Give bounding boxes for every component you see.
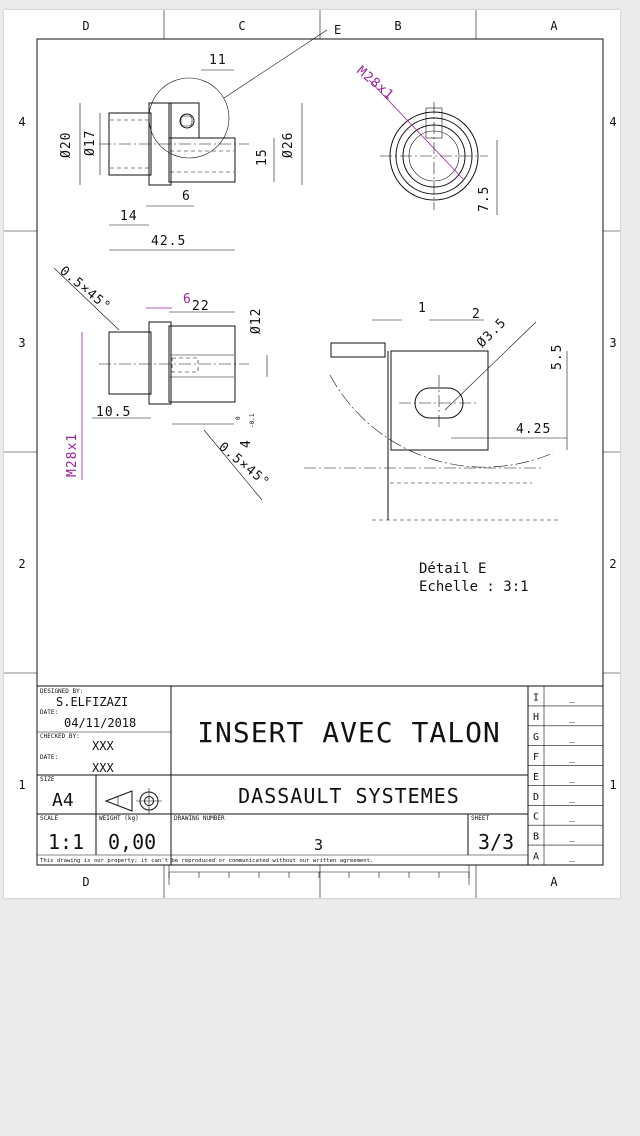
date-value: 04/11/2018 bbox=[64, 716, 136, 730]
date-label: DATE: bbox=[40, 709, 58, 716]
detail-e-view: 1 2 Ø3.5 5.5 4.25 bbox=[304, 301, 568, 521]
technical-drawing: D C B A D A 4 3 2 1 4 3 2 1 E 11 Ø20 Ø17… bbox=[4, 10, 620, 898]
zone-label-top-a: A bbox=[550, 19, 558, 33]
detail-caption-title: Détail E bbox=[419, 561, 486, 577]
dim-10-5: 10.5 bbox=[96, 405, 131, 420]
disclaimer: This drawing is our property; it can't b… bbox=[40, 858, 373, 864]
size-label: SIZE bbox=[40, 776, 55, 783]
designed-by-value: S.ELFIZAZI bbox=[56, 695, 128, 709]
projection-symbol-icon bbox=[104, 788, 162, 814]
detail-e-circle bbox=[148, 77, 230, 159]
drawing-title: INSERT AVEC TALON bbox=[197, 716, 501, 749]
dim-detail-2: 2 bbox=[472, 307, 481, 322]
revision-letter-b: B bbox=[533, 832, 539, 843]
revision-letter-d: D bbox=[533, 792, 539, 803]
detail-caption-scale: Echelle : 3:1 bbox=[419, 579, 529, 595]
revision-value-c: _ bbox=[569, 812, 576, 823]
dim-22: 22 bbox=[192, 299, 210, 314]
zone-label-top-d: D bbox=[82, 19, 89, 33]
drawing-number-label: DRAWING NUMBER bbox=[174, 815, 225, 822]
dim-d17: Ø17 bbox=[83, 130, 98, 156]
dim-detail-1: 1 bbox=[418, 301, 427, 316]
revision-value-a: _ bbox=[569, 851, 576, 862]
zone-label-row-4-right: 4 bbox=[609, 115, 616, 129]
dim-thread-top: M28x1 bbox=[353, 64, 396, 104]
dim-15: 15 bbox=[255, 148, 270, 166]
revision-letter-f: F bbox=[533, 752, 539, 763]
revision-value-h: _ bbox=[569, 712, 576, 723]
checked-by-label: CHECKED BY: bbox=[40, 733, 80, 740]
drawing-sheet: D C B A D A 4 3 2 1 4 3 2 1 E 11 Ø20 Ø17… bbox=[4, 10, 620, 898]
revision-value-i: _ bbox=[569, 692, 576, 703]
revision-table: I _ H _ G _ F _ E _ D _ C _ B _ A _ bbox=[528, 692, 603, 862]
dim-tol-up: 0 bbox=[235, 416, 242, 420]
revision-value-e: _ bbox=[569, 772, 576, 783]
dim-thread-section: M28x1 bbox=[65, 433, 80, 477]
zone-label-bottom-d: D bbox=[82, 875, 89, 889]
dim-6: 6 bbox=[182, 189, 191, 204]
side-view: M28x1 7.5 bbox=[353, 64, 498, 215]
revision-letter-i: I bbox=[533, 692, 539, 703]
revision-letter-g: G bbox=[533, 732, 539, 743]
dim-d12: Ø12 bbox=[249, 308, 264, 334]
dim-detail-4-25: 4.25 bbox=[516, 422, 551, 437]
designed-by-label: DESIGNED BY: bbox=[40, 688, 83, 695]
size-value: A4 bbox=[52, 790, 74, 811]
zone-label-row-2-left: 2 bbox=[18, 557, 25, 571]
dim-tol-4: 4 bbox=[239, 439, 254, 448]
section-view: 0.5×45° 6 22 Ø12 M28x1 10.5 4 0 -0.1 0.5… bbox=[53, 264, 272, 501]
sheet-label: SHEET bbox=[471, 815, 489, 822]
weight-value: 0,00 bbox=[108, 830, 156, 854]
revision-letter-h: H bbox=[533, 712, 539, 723]
dim-6-section: 6 bbox=[183, 292, 192, 307]
sheet-value: 3/3 bbox=[478, 830, 514, 854]
bottom-ruler-ticks bbox=[168, 872, 470, 878]
dim-d26: Ø26 bbox=[281, 132, 296, 158]
checked-by-value: XXX bbox=[92, 739, 114, 753]
scale-label: SCALE bbox=[40, 815, 58, 822]
zone-label-row-1-right: 1 bbox=[609, 778, 616, 792]
zone-label-row-3-right: 3 bbox=[609, 336, 616, 350]
dim-7-5: 7.5 bbox=[477, 186, 492, 212]
dim-detail-5-5: 5.5 bbox=[550, 344, 565, 370]
revision-letter-e: E bbox=[533, 772, 539, 783]
revision-value-g: _ bbox=[569, 732, 576, 743]
zone-label-bottom-a: A bbox=[550, 875, 558, 889]
dim-tol-down: -0.1 bbox=[249, 413, 256, 428]
date2-label: DATE: bbox=[40, 754, 58, 761]
revision-letter-c: C bbox=[533, 812, 539, 823]
dim-11: 11 bbox=[209, 53, 227, 68]
dim-42-5: 42.5 bbox=[151, 234, 186, 249]
company-name: DASSAULT SYSTEMES bbox=[238, 784, 460, 808]
scale-value: 1:1 bbox=[48, 830, 84, 854]
zone-label-row-1-left: 1 bbox=[18, 778, 25, 792]
front-view: E 11 Ø20 Ø17 Ø26 15 6 14 42.5 bbox=[59, 23, 341, 251]
revision-letter-a: A bbox=[533, 851, 539, 862]
dim-chamfer-top: 0.5×45° bbox=[56, 264, 113, 315]
date2-value: XXX bbox=[92, 761, 114, 775]
dim-14: 14 bbox=[120, 209, 138, 224]
weight-label: WEIGHT (kg) bbox=[99, 815, 139, 822]
revision-value-d: _ bbox=[569, 792, 576, 803]
zone-label-row-4-left: 4 bbox=[18, 115, 25, 129]
zone-label-top-b: B bbox=[394, 19, 401, 33]
title-block bbox=[37, 685, 603, 865]
zone-label-row-2-right: 2 bbox=[609, 557, 616, 571]
zone-label-top-c: C bbox=[238, 19, 245, 33]
zone-label-row-3-left: 3 bbox=[18, 336, 25, 350]
drawing-number-value: 3 bbox=[314, 836, 323, 854]
revision-value-f: _ bbox=[569, 752, 576, 763]
detail-e-label: E bbox=[334, 23, 341, 37]
dim-d20: Ø20 bbox=[59, 132, 74, 158]
revision-value-b: _ bbox=[569, 832, 576, 843]
detail-e-leader bbox=[223, 29, 328, 99]
